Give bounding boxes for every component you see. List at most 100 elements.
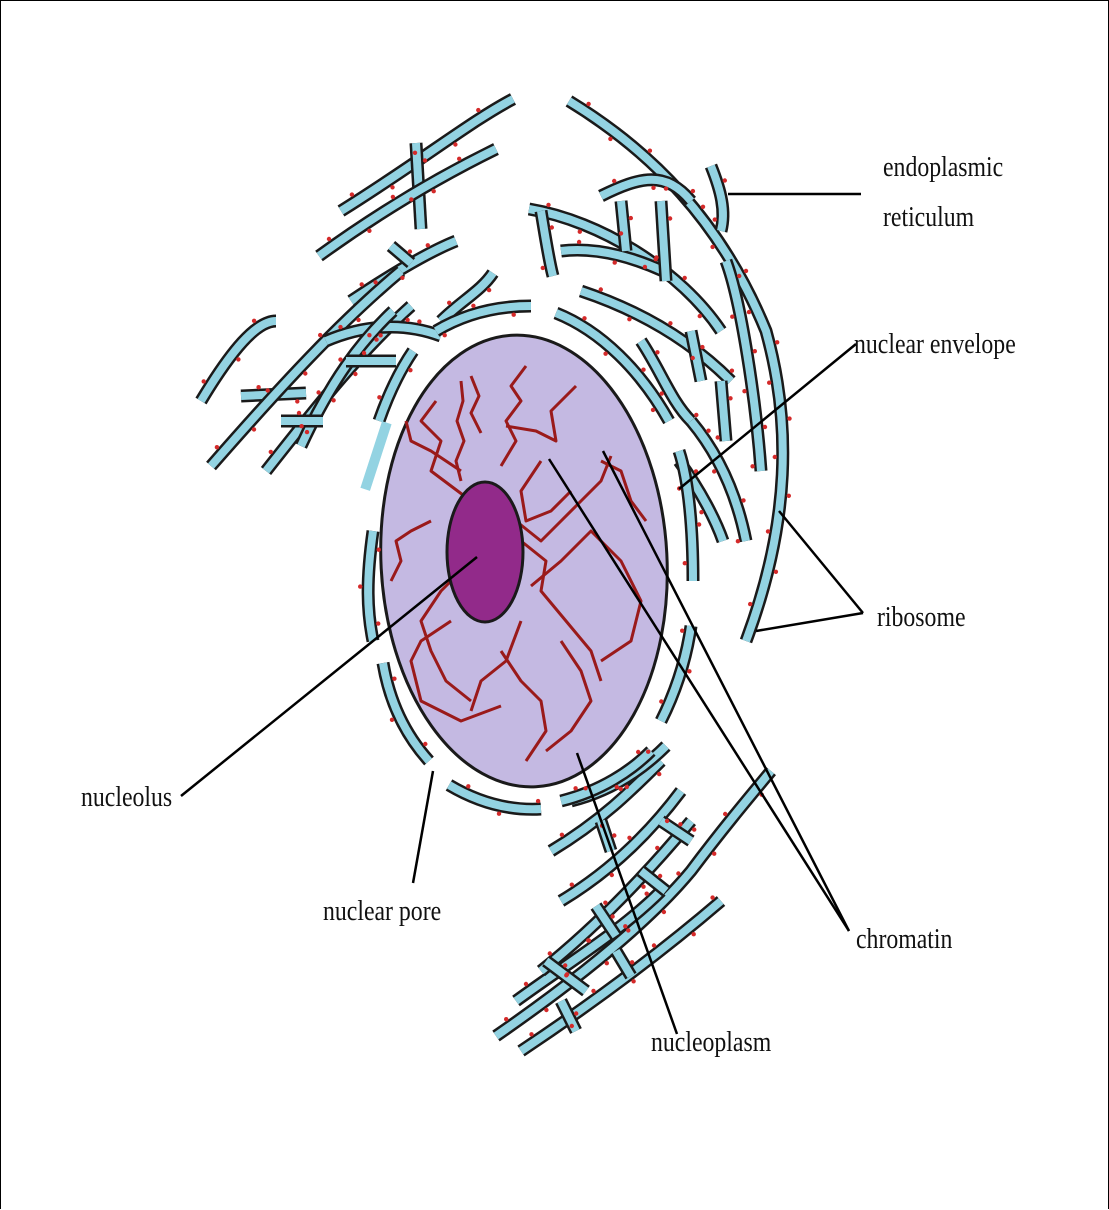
ribosome-dot bbox=[605, 961, 609, 965]
ribosome-dot bbox=[603, 901, 607, 905]
ribosome-dot bbox=[626, 928, 630, 932]
er-cisterna bbox=[621, 201, 626, 251]
ribosome-dot bbox=[447, 301, 451, 305]
ribosome-dot bbox=[548, 951, 552, 955]
er-cisterna bbox=[661, 201, 666, 281]
ribosome-dot bbox=[723, 178, 727, 182]
ribosome-dot bbox=[645, 892, 649, 896]
ribosome-dot bbox=[453, 142, 457, 146]
ribosome-dot bbox=[599, 287, 603, 291]
ribosome-dot bbox=[641, 368, 645, 372]
ribosome-dot bbox=[358, 584, 362, 588]
ribosome-dot bbox=[331, 398, 335, 402]
ribosome-dot bbox=[613, 260, 617, 264]
ribosome-dot bbox=[408, 249, 412, 253]
ribosome-dot bbox=[400, 276, 404, 280]
ribosome-dot bbox=[773, 455, 777, 459]
ribosome-dot bbox=[541, 266, 545, 270]
ribosome-dot bbox=[297, 411, 301, 415]
ribosome-dot bbox=[432, 189, 436, 193]
label-nuclear-pore: nuclear pore bbox=[323, 895, 441, 927]
ribosome-dot bbox=[353, 372, 357, 376]
label-chromatin: chromatin bbox=[856, 923, 952, 955]
ribosome-dot bbox=[573, 786, 577, 790]
ribosome-dot bbox=[376, 621, 380, 625]
ribosome-dot bbox=[660, 391, 664, 395]
ribosome-dot bbox=[678, 822, 682, 826]
ribosome-dot bbox=[697, 522, 701, 526]
ribosome-dot bbox=[536, 799, 540, 803]
ribosome-dot bbox=[471, 304, 475, 308]
ribosome-dot bbox=[668, 321, 672, 325]
ribosome-dot bbox=[706, 429, 710, 433]
ribosome-dot bbox=[615, 785, 619, 789]
ribosome-dot bbox=[713, 217, 717, 221]
ribosome-dot bbox=[612, 179, 616, 183]
ribosome-dot bbox=[405, 318, 409, 322]
ribosome-dot bbox=[655, 846, 659, 850]
ribosome-dot bbox=[619, 231, 623, 235]
ribosome-dot bbox=[574, 1011, 578, 1015]
ribosome-dot bbox=[367, 333, 371, 337]
ribosome-dot bbox=[643, 265, 647, 269]
ribosome-dot bbox=[583, 786, 587, 790]
ribosome-dot bbox=[691, 189, 695, 193]
ribosome-dot bbox=[625, 785, 629, 789]
ribosome-dot bbox=[631, 979, 635, 983]
ribosome-dot bbox=[504, 1017, 508, 1021]
ribosome-dot bbox=[356, 318, 360, 322]
ribosome-dot bbox=[350, 192, 354, 196]
ribosome-dot bbox=[730, 369, 734, 373]
ribosome-dot bbox=[417, 319, 421, 323]
ribosome-dot bbox=[699, 510, 703, 514]
ribosome-dot bbox=[691, 356, 695, 360]
ribosome-dot bbox=[316, 390, 320, 394]
ribosome-dot bbox=[577, 240, 581, 244]
ribosome-dot bbox=[728, 396, 732, 400]
ribosome-dot bbox=[610, 873, 614, 877]
ribosome-dot bbox=[318, 333, 322, 337]
ribosome-dot bbox=[378, 333, 382, 337]
ribosome-dot bbox=[570, 883, 574, 887]
ribosome-dot bbox=[487, 288, 491, 292]
ribosome-dot bbox=[570, 1024, 574, 1028]
ribosome-dot bbox=[544, 1008, 548, 1012]
ribosome-dot bbox=[524, 982, 528, 986]
label-nucleoplasm: nucleoplasm bbox=[651, 1026, 771, 1058]
ribosome-dot bbox=[360, 282, 364, 286]
ribosome-dot bbox=[655, 350, 659, 354]
label-ribosome: ribosome bbox=[877, 601, 966, 633]
ribosome-dot bbox=[619, 787, 623, 791]
leader-nuclear-pore bbox=[413, 771, 433, 883]
label-endoplasmic: endoplasmic bbox=[883, 151, 1003, 183]
ribosome-dot bbox=[377, 395, 381, 399]
ribosome-dot bbox=[563, 963, 567, 967]
ribosome-dot bbox=[373, 280, 377, 284]
ribosome-dot bbox=[698, 314, 702, 318]
ribosome-dot bbox=[646, 750, 650, 754]
ribosome-dot bbox=[623, 924, 627, 928]
ribosome-dot bbox=[252, 427, 256, 431]
ribosome-dot bbox=[694, 413, 698, 417]
ribosome-dot bbox=[657, 772, 661, 776]
ribosome-dot bbox=[202, 379, 206, 383]
ribosome-dot bbox=[608, 137, 612, 141]
ribosome-dot bbox=[327, 237, 331, 241]
ribosome-dot bbox=[443, 333, 447, 337]
ribosome-dot bbox=[550, 225, 554, 229]
ribosome-dot bbox=[586, 102, 590, 106]
ribosome-dot bbox=[303, 371, 307, 375]
label-nuclear-envelope: nuclear envelope bbox=[854, 328, 1016, 360]
ribosome-dot bbox=[664, 186, 668, 190]
ribosome-dot bbox=[612, 833, 616, 837]
ribosome-dot bbox=[266, 388, 270, 392]
ribosome-dot bbox=[736, 539, 740, 543]
ribosome-dot bbox=[391, 195, 395, 199]
ribosome-dot bbox=[236, 357, 240, 361]
ribosome-dot bbox=[775, 340, 779, 344]
ribosome-dot bbox=[215, 445, 219, 449]
ribosome-dot bbox=[742, 389, 746, 393]
ribosome-dot bbox=[529, 1032, 533, 1036]
ribosome-dot bbox=[741, 498, 745, 502]
ribosome-dot bbox=[564, 973, 568, 977]
